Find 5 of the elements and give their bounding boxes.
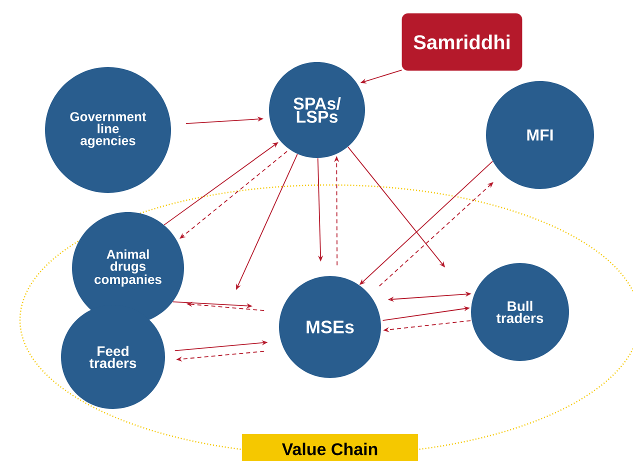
- node-label: Animal drugs companies: [94, 249, 162, 287]
- node-label: Feed traders: [89, 346, 136, 368]
- label-box: Samriddhi: [402, 13, 522, 71]
- arrow: [180, 150, 288, 239]
- arrow: [378, 182, 494, 286]
